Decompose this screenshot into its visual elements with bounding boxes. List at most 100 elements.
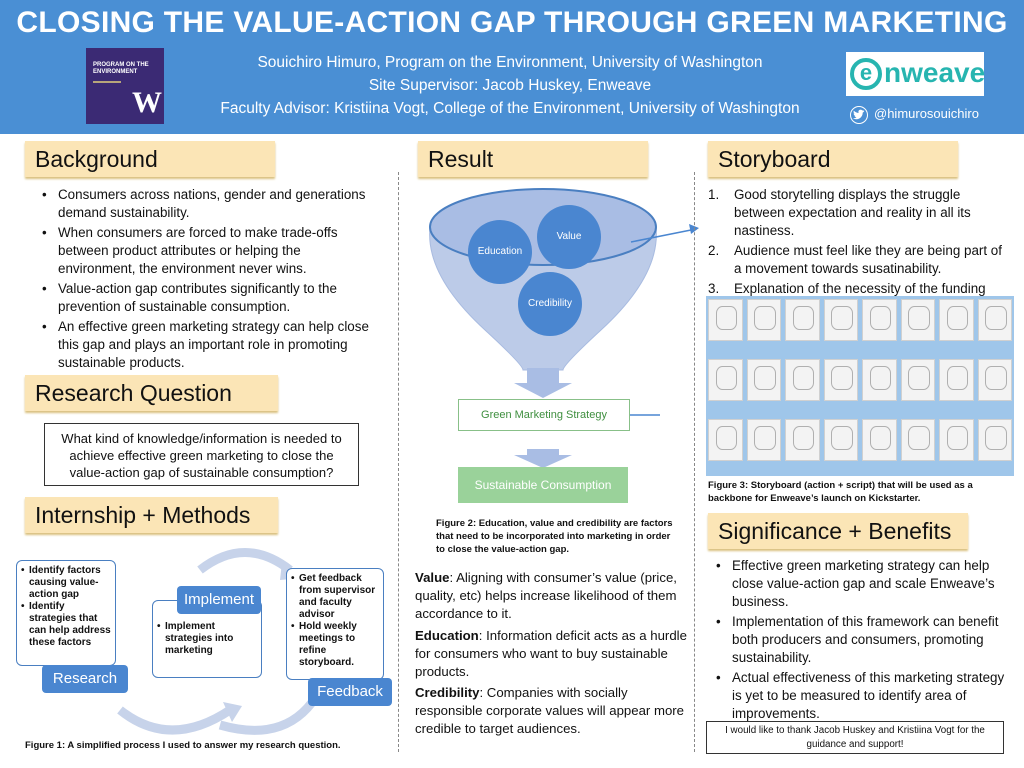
poster-header: CLOSING THE VALUE-ACTION GAP THROUGH GRE… (0, 0, 1024, 134)
storyboard-frame (862, 359, 897, 401)
storyboard-frame (708, 359, 743, 401)
background-bullet: Consumers across nations, gender and gen… (34, 186, 374, 222)
column-divider-2 (694, 172, 695, 752)
credibility-term: Credibility (415, 685, 480, 700)
poster-title: CLOSING THE VALUE-ACTION GAP THROUGH GRE… (16, 6, 1008, 39)
storyboard-frame (746, 299, 781, 341)
feedback-label: Feedback (308, 678, 392, 706)
implement-label: Implement (177, 586, 261, 614)
significance-bullet: Effective green marketing strategy can h… (708, 557, 1008, 611)
value-paragraph: Value: Aligning with consumer’s value (p… (415, 569, 690, 623)
research-label: Research (42, 665, 128, 693)
storyboard-item-text: Audience must feel like they are being p… (734, 243, 1002, 276)
figure-3-caption: Figure 3: Storyboard (action + script) t… (708, 479, 1008, 505)
significance-bullet: Actual effectiveness of this marketing s… (708, 669, 1008, 723)
twitter-icon (850, 106, 868, 124)
storyboard-frame (977, 299, 1012, 341)
storyboard-frame (977, 419, 1012, 461)
storyboard-frame (823, 299, 858, 341)
significance-bullet: Implementation of this framework can ben… (708, 613, 1008, 667)
storyboard-frame (900, 419, 935, 461)
feedback-item: Hold weekly meetings to refine storyboar… (291, 621, 379, 669)
figure-2-label: Figure 2: (436, 518, 477, 529)
background-list: Consumers across nations, gender and gen… (34, 186, 374, 374)
storyboard-frame (708, 299, 743, 341)
uw-logo-w: W (132, 86, 162, 119)
storyboard-frame (823, 419, 858, 461)
uw-logo-bar (93, 81, 121, 83)
uw-logo-program-text: PROGRAM ON THE ENVIRONMENT (93, 62, 149, 75)
research-question-box: What kind of knowledge/information is ne… (44, 423, 359, 486)
enweave-logo: e nweave (846, 52, 986, 96)
storyboard-item-number: 1. (708, 187, 720, 202)
figure-3-label: Figure 3: (708, 480, 749, 491)
figure-3-text: Storyboard (action + script) that will b… (708, 480, 973, 504)
storyboard-item: 1. Good storytelling displays the struggl… (708, 186, 1012, 240)
research-question-heading: Research Question (25, 375, 278, 411)
enweave-logo-word: nweave (884, 57, 986, 88)
storyboard-frame (862, 419, 897, 461)
implement-item: Implement strategies into marketing (157, 621, 257, 657)
education-term: Education (415, 628, 479, 643)
value-circle: Value (537, 205, 601, 269)
feedback-item: Get feedback from supervisor and faculty… (291, 573, 379, 621)
storyboard-item-text: Good storytelling displays the struggle … (734, 187, 971, 238)
uw-program-logo: PROGRAM ON THE ENVIRONMENT W (86, 48, 164, 124)
supervisor-line: Site Supervisor: Jacob Huskey, Enweave (368, 77, 652, 94)
research-item: Identify strategies that can help addres… (21, 601, 111, 649)
storyboard-frame (746, 419, 781, 461)
figure-1-text: A simplified process I used to answer my… (65, 740, 341, 751)
storyboard-frame (746, 359, 781, 401)
value-term: Value (415, 570, 450, 585)
credibility-text: : Companies with socially responsible co… (415, 685, 685, 736)
storyboard-item: 2. Audience must feel like they are being… (708, 242, 1012, 278)
storyboard-list: 1. Good storytelling displays the struggl… (708, 186, 1012, 318)
storyboard-item-number: 2. (708, 243, 720, 258)
storyboard-frame (785, 299, 820, 341)
background-bullet: An effective green marketing strategy ca… (34, 318, 374, 372)
figure-1-caption: Figure 1: A simplified process I used to… (25, 739, 385, 752)
enweave-logo-mark: e (850, 58, 882, 90)
education-text: : Information deficit acts as a hurdle f… (415, 628, 687, 679)
background-bullet: When consumers are forced to make trade-… (34, 224, 374, 278)
arrow-to-storyboard (630, 224, 699, 243)
significance-heading: Significance + Benefits (708, 513, 968, 549)
storyboard-frame (708, 419, 743, 461)
storyboard-frame (939, 299, 974, 341)
acknowledgement-box: I would like to thank Jacob Huskey and K… (706, 721, 1004, 754)
sustainable-consumption-box: Sustainable Consumption (458, 467, 628, 503)
storyboard-frame (862, 299, 897, 341)
storyboard-frame (939, 359, 974, 401)
storyboard-frame (823, 359, 858, 401)
storyboard-frame (900, 299, 935, 341)
author-line: Souichiro Himuro, Program on the Environ… (257, 54, 763, 71)
storyboard-frame (939, 419, 974, 461)
background-bullet: Value-action gap contributes significant… (34, 280, 374, 316)
storyboard-item-number: 3. (708, 281, 720, 296)
twitter-handle: @himurosouichiro (874, 106, 979, 121)
green-marketing-strategy-box: Green Marketing Strategy (458, 399, 630, 431)
advisor-line: Faculty Advisor: Kristiina Vogt, College… (220, 100, 800, 117)
background-heading: Background (25, 141, 275, 177)
storyboard-frame (785, 419, 820, 461)
result-heading: Result (418, 141, 648, 177)
column-divider-1 (398, 172, 399, 752)
credibility-circle: Credibility (518, 272, 582, 336)
research-box: Identify factors causing value-action ga… (16, 560, 116, 666)
value-text: : Aligning with consumer’s value (price,… (415, 570, 677, 621)
credibility-paragraph: Credibility: Companies with socially res… (415, 684, 690, 738)
figure-2-text: Education, value and credibility are fac… (436, 518, 673, 555)
storyboard-frame (900, 359, 935, 401)
storyboard-frame (785, 359, 820, 401)
figure-1-label: Figure 1: (25, 740, 66, 751)
research-item: Identify factors causing value-action ga… (21, 565, 111, 601)
storyboard-heading: Storyboard (708, 141, 958, 177)
significance-list: Effective green marketing strategy can h… (708, 557, 1008, 725)
feedback-box: Get feedback from supervisor and faculty… (286, 568, 384, 680)
storyboard-image (706, 296, 1014, 476)
storyboard-frame (977, 359, 1012, 401)
methods-heading: Internship + Methods (25, 497, 278, 533)
figure-2-caption: Figure 2: Education, value and credibili… (436, 517, 676, 556)
education-paragraph: Education: Information deficit acts as a… (415, 627, 690, 681)
education-circle: Education (468, 220, 532, 284)
